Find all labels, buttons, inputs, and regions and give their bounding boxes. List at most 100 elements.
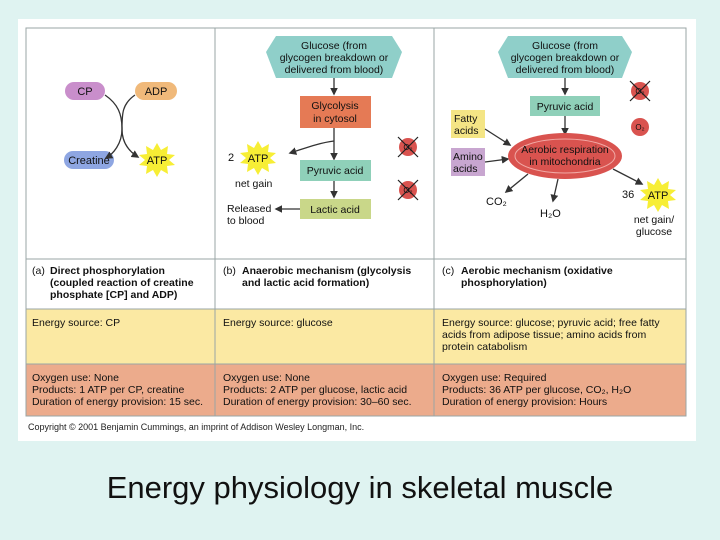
arrow-icon: [484, 155, 510, 164]
panel-c-title: (c) Aerobic mechanism (oxidative phospho…: [442, 265, 613, 289]
energy-source-a: Energy source: CP: [32, 317, 120, 329]
copyright-notice: Copyright © 2001 Benjamin Cummings, an i…: [28, 422, 365, 432]
aerobic-line1: Aerobic respiration: [521, 144, 609, 156]
panel-a-diagram: CP ADP Creatine ATP: [64, 82, 177, 177]
cp-node: [65, 82, 105, 100]
glycolysis-line2: in cytosol: [313, 113, 357, 125]
atp-starburst-icon: [640, 178, 676, 212]
oxygen-a-line1: Oxygen use: None: [32, 372, 119, 384]
mitochondrion-inner: [514, 138, 616, 174]
o2-label: O₂: [635, 87, 644, 96]
arrow-icon: [612, 168, 644, 185]
atp-starburst-icon: [240, 141, 276, 175]
atp-count-c: 36: [622, 189, 634, 201]
energy-source-row: Energy source: CP Energy source: glucose…: [32, 317, 660, 353]
creatine-node: [64, 151, 114, 169]
glucose-c-line3: delivered from blood): [516, 64, 615, 76]
o2-crossed-icon: O₂: [397, 179, 419, 201]
oxygen-row-bg: [26, 364, 686, 416]
glucose-hex-b: [266, 36, 402, 78]
oxygen-a-line2: Products: 1 ATP per CP, creatine: [32, 384, 184, 396]
panel-c-diagram: Glucose (from glycogen breakdown or deli…: [451, 36, 676, 238]
released-line2: to blood: [227, 215, 265, 227]
fatty-line2: acids: [454, 125, 479, 137]
amino-line2: acids: [453, 163, 478, 175]
o2-label: O₂: [403, 186, 412, 195]
arrow-icon: [550, 178, 559, 203]
aerobic-line2: in mitochondria: [529, 156, 600, 168]
net-gain-c-line2: glucose: [636, 226, 672, 238]
energy-source-b: Energy source: glucose: [223, 317, 333, 329]
table-frame: [25, 27, 687, 417]
net-gain-c-line1: net gain/: [634, 214, 674, 226]
panel-c-title-line1: Aerobic mechanism (oxidative: [461, 265, 613, 277]
adp-node: [135, 82, 177, 100]
pyruvic-b-label: Pyruvic acid: [307, 165, 364, 177]
panel-b-title-line2: and lactic acid formation): [242, 277, 369, 289]
panel-a-title: (a) Direct phosphorylation (coupled reac…: [32, 265, 194, 301]
released-line1: Released: [227, 203, 272, 215]
fatty-acids-box: [451, 110, 485, 138]
reaction-arrow-right: [121, 94, 140, 158]
panel-c-title-line2: phosphorylation): [461, 277, 547, 289]
co2-label: CO₂: [486, 196, 507, 208]
panel-a-title-line3: phosphate [CP] and ADP): [50, 289, 177, 301]
atp-starburst-icon: [139, 143, 175, 177]
lactic-label: Lactic acid: [310, 204, 360, 216]
arrow-icon: [484, 128, 512, 146]
panel-b-title: (b) Anaerobic mechanism (glycolysis and …: [223, 265, 411, 289]
atp-label-b: ATP: [248, 153, 269, 165]
panel-b-title-line1: Anaerobic mechanism (glycolysis: [242, 265, 411, 277]
glucose-hex-c: [498, 36, 632, 78]
figure-card: CP ADP Creatine ATP Glucose (from glycog…: [18, 19, 696, 441]
net-gain-b: net gain: [235, 178, 273, 190]
fatty-line1: Fatty: [454, 113, 478, 125]
oxygen-c-line2: Products: 36 ATP per glucose, CO₂, H₂O: [442, 384, 631, 396]
glycolysis-box: [300, 96, 371, 128]
energy-source-c-line1: Energy source: glucose; pyruvic acid; fr…: [442, 317, 660, 329]
pyruvic-c-label: Pyruvic acid: [537, 101, 594, 113]
o2-crossed-icon: O₂: [629, 80, 651, 102]
oxygen-c-line1: Oxygen use: Required: [442, 372, 547, 384]
o2-icon: O₂: [631, 118, 649, 136]
reaction-arrow-left: [104, 94, 123, 159]
panel-b-diagram: Glucose (from glycogen breakdown or deli…: [227, 36, 419, 227]
energy-row-bg: [26, 309, 686, 364]
glucose-b-line3: delivered from blood): [285, 64, 384, 76]
energy-source-c-line3: protein catabolism: [442, 341, 527, 353]
atp-label-a: ATP: [147, 155, 168, 167]
atp-count-b: 2: [228, 152, 234, 164]
amino-line1: Amino: [453, 151, 483, 163]
arrow-icon: [504, 173, 529, 193]
pyruvic-box-b: [300, 160, 371, 181]
amino-acids-box: [451, 148, 485, 176]
atp-label-c: ATP: [648, 190, 669, 202]
oxygen-a-line3: Duration of energy provision: 15 sec.: [32, 396, 203, 408]
h2o-label: H₂O: [540, 208, 561, 220]
oxygen-b-line1: Oxygen use: None: [223, 372, 310, 384]
panel-c-letter: (c): [442, 265, 454, 277]
o2-crossed-icon: O₂: [397, 136, 419, 158]
lactic-box: [300, 199, 371, 219]
energy-systems-diagram: CP ADP Creatine ATP Glucose (from glycog…: [25, 27, 687, 417]
energy-source-c-line2: acids from adipose tissue; amino acids f…: [442, 329, 647, 341]
oxygen-use-row: Oxygen use: None Products: 1 ATP per CP,…: [32, 372, 631, 408]
slide-caption: Energy physiology in skeletal muscle: [106, 470, 614, 505]
creatine-label: Creatine: [68, 155, 110, 167]
o2-label: O₂: [403, 143, 412, 152]
panel-b-letter: (b): [223, 265, 236, 277]
arrow-icon: [288, 140, 335, 155]
panel-a-letter: (a): [32, 265, 45, 277]
glycolysis-line1: Glycolysis: [311, 100, 358, 112]
o2-label: O₂: [635, 123, 644, 132]
oxygen-b-line2: Products: 2 ATP per glucose, lactic acid: [223, 384, 407, 396]
glucose-c-line2: glycogen breakdown or: [511, 52, 620, 64]
glucose-b-line2: glycogen breakdown or: [280, 52, 389, 64]
oxygen-c-line3: Duration of energy provision: Hours: [442, 396, 607, 408]
mitochondrion: [508, 133, 622, 179]
panel-a-title-line1: Direct phosphorylation: [50, 265, 165, 277]
panel-a-title-line2: (coupled reaction of creatine: [50, 277, 194, 289]
oxygen-b-line3: Duration of energy provision: 30–60 sec.: [223, 396, 412, 408]
glucose-b-line1: Glucose (from: [301, 40, 367, 52]
pyruvic-box-c: [530, 96, 600, 116]
